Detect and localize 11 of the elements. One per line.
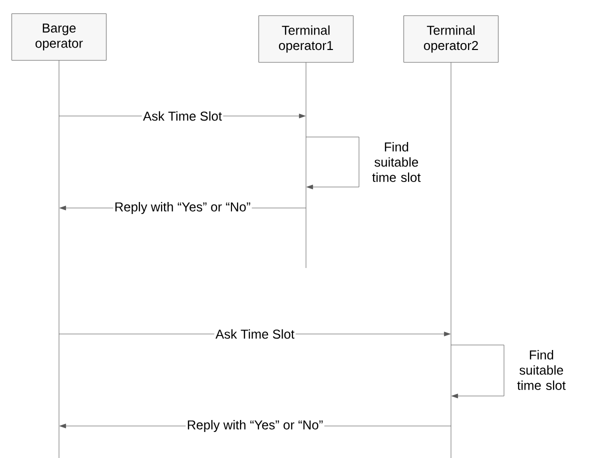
message-label: Ask Time Slot — [214, 328, 296, 340]
participant-box: Terminal operator1 — [258, 15, 354, 63]
message-label: Reply with “Yes” or “No” — [113, 200, 252, 216]
self-message-arrow — [450, 344, 504, 398]
message-label: Reply with “Yes” or “No” — [186, 418, 324, 434]
message-label: Find suitable time slot — [517, 350, 566, 390]
participant-box: Barge operator — [12, 13, 106, 61]
participant-box: Terminal operator2 — [404, 15, 498, 63]
self-message-arrow — [306, 136, 360, 190]
message-label: Find suitable time slot — [372, 142, 421, 182]
message-label: Ask Time Slot — [142, 110, 224, 122]
